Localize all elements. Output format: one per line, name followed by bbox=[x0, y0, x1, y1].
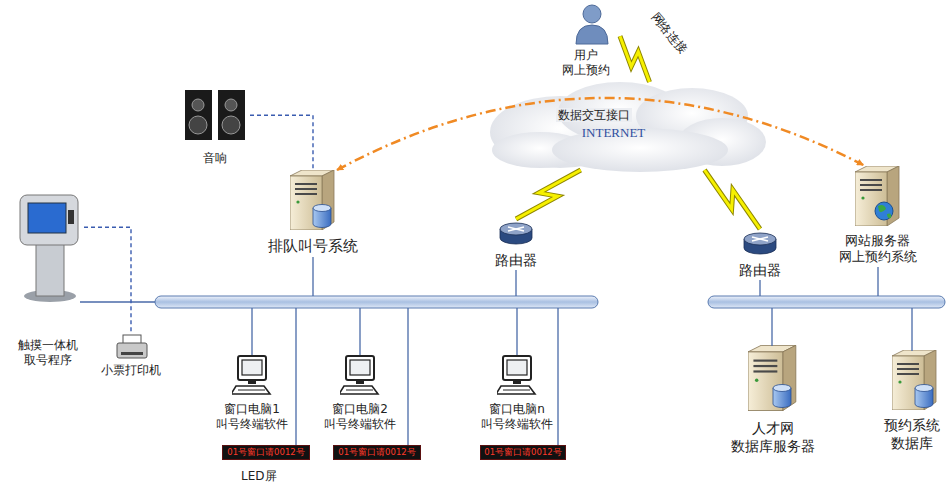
bus-wires bbox=[80, 257, 912, 445]
connector bbox=[337, 98, 863, 170]
lightning-link bbox=[516, 170, 581, 219]
device-node: 路由器 bbox=[488, 219, 544, 269]
node-label: 网上预约系统 bbox=[839, 249, 917, 265]
speaker-icon bbox=[185, 90, 245, 140]
device-node: 窗口电脑2 叫号终端软件 bbox=[317, 352, 403, 432]
user-icon bbox=[576, 5, 608, 44]
device-node: 窗口电脑n 叫号终端软件 bbox=[474, 352, 560, 432]
device-node: 窗口电脑1 叫号终端软件 bbox=[209, 352, 295, 432]
router-icon bbox=[500, 223, 532, 244]
database-cylinder bbox=[915, 385, 933, 408]
node-label: 音响 bbox=[203, 151, 227, 166]
server-icon bbox=[290, 170, 334, 230]
node-label: 用户 网上预约 bbox=[552, 48, 620, 78]
node-label: INTERNET bbox=[582, 125, 646, 141]
kiosk-icon bbox=[20, 195, 78, 302]
node-label: 触摸一体机 取号程序 bbox=[12, 338, 84, 368]
device-node: 预约系统 数据库 bbox=[877, 348, 947, 452]
device-node: 排队叫号系统 bbox=[265, 170, 361, 256]
connector bbox=[516, 170, 581, 219]
internet-cloud bbox=[490, 82, 766, 172]
network-bus bbox=[155, 296, 598, 308]
device-node: 网站服务器网上预约系统 bbox=[830, 165, 925, 265]
node-label: 网站服务器 bbox=[845, 233, 910, 249]
cloud-node: INTERNET bbox=[490, 82, 765, 170]
edge-label: 数据交互接口 bbox=[556, 108, 632, 122]
network-bus bbox=[708, 296, 945, 308]
lightning-outline bbox=[620, 36, 650, 82]
node-label: 人才网 数据库服务器 bbox=[725, 420, 821, 455]
led-text: 01号窗口请0012号 bbox=[484, 448, 561, 457]
node-label: 窗口电脑2 叫号终端软件 bbox=[317, 402, 403, 432]
led-screen: 01号窗口请0012号 bbox=[222, 445, 310, 460]
device-node: 路由器 bbox=[730, 229, 790, 279]
pc-icon bbox=[231, 356, 270, 394]
connector bbox=[250, 115, 313, 170]
connector bbox=[84, 227, 131, 333]
lightning-outline bbox=[705, 170, 761, 229]
pc-icon bbox=[496, 356, 535, 394]
dashed-link bbox=[250, 115, 313, 170]
edge-label: 网络连接 bbox=[647, 9, 691, 58]
device-node: 人才网 数据库服务器 bbox=[725, 343, 821, 455]
node-label: 排队叫号系统 bbox=[268, 237, 358, 256]
node-label: 路由器 bbox=[495, 252, 537, 270]
node-label: 窗口电脑1 叫号终端软件 bbox=[209, 402, 295, 432]
device-node: 触摸一体机 取号程序 bbox=[12, 192, 84, 368]
led-screen: 01号窗口请0012号 bbox=[480, 445, 566, 460]
printer-icon bbox=[117, 335, 147, 358]
server-icon bbox=[855, 166, 899, 226]
connector bbox=[705, 170, 761, 229]
node-label: 路由器 bbox=[739, 262, 781, 280]
database-cylinder bbox=[773, 385, 791, 408]
led-text: 01号窗口请0012号 bbox=[338, 448, 415, 457]
lightning-link bbox=[620, 36, 650, 82]
node-label: 小票打印机 bbox=[101, 363, 161, 378]
device-node: 用户 网上预约 bbox=[552, 2, 620, 78]
pc-icon bbox=[339, 356, 378, 394]
led-screen: 01号窗口请0012号 bbox=[333, 445, 421, 460]
part-label: LED屏 bbox=[241, 468, 277, 485]
connector bbox=[620, 36, 650, 82]
device-node: 音响 bbox=[180, 88, 250, 166]
led-text: 01号窗口请0012号 bbox=[227, 448, 304, 457]
lightning-link bbox=[705, 170, 761, 229]
device-node: 小票打印机 bbox=[98, 333, 164, 378]
globe-icon bbox=[875, 202, 893, 220]
node-label: 预约系统 数据库 bbox=[877, 417, 947, 452]
database-cylinder bbox=[313, 205, 331, 228]
lightning-outline bbox=[516, 170, 581, 219]
data-exchange-arc bbox=[337, 98, 863, 170]
server-icon bbox=[748, 345, 796, 410]
node-label: 窗口电脑n 叫号终端软件 bbox=[474, 402, 560, 432]
dashed-link bbox=[84, 227, 131, 333]
router-icon bbox=[744, 233, 776, 254]
server-icon bbox=[892, 350, 936, 410]
